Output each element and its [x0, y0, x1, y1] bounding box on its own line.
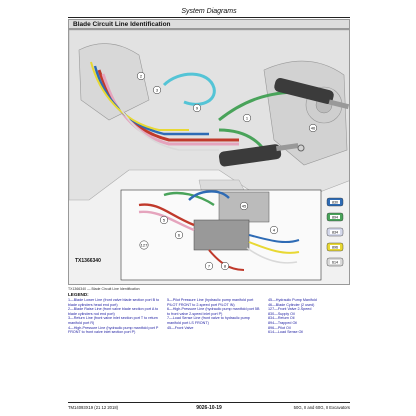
blade-circuit-illustration: 2 3 9 127 5 6 1 4 45 8 7 46 830 894 834 … — [69, 30, 349, 284]
callout-46: 46 — [308, 123, 318, 133]
svg-text:834: 834 — [332, 230, 338, 234]
legend-item: 1—Blade Lower Line (front valve blade se… — [68, 298, 160, 307]
callout-4: 4 — [269, 225, 279, 235]
legend-item: 46—Blade Cylinder (2 used) — [268, 302, 315, 307]
svg-text:2: 2 — [140, 74, 143, 79]
svg-text:8: 8 — [224, 264, 227, 269]
legend-item: 45—Front Valve — [167, 325, 194, 330]
svg-text:9: 9 — [196, 106, 199, 111]
svg-text:3: 3 — [156, 88, 159, 93]
swatch-614: 614 — [326, 257, 344, 267]
swatch-834: 834 — [326, 227, 344, 237]
legend-item: 4—High-Pressure Line (hydraulic pump man… — [68, 325, 159, 335]
figure-title: Blade Circuit Line Identification — [68, 19, 350, 29]
color-key: 830 894 834 896 614 — [326, 197, 344, 267]
blade-cylinder-lower — [218, 143, 305, 167]
legend-item: 127—Front Valve 2-Speed — [268, 307, 312, 312]
page-header: System Diagrams — [68, 6, 350, 18]
legend-caption: TX1366340 — Blade Circuit Line Identific… — [68, 287, 140, 291]
svg-text:894: 894 — [332, 215, 338, 219]
callout-1: 1 — [242, 113, 252, 123]
callout-7: 7 — [204, 261, 214, 271]
callout-5: 5 — [159, 215, 169, 225]
legend-item: 5—Pilot Pressure Line (hydraulic pump ma… — [167, 298, 254, 307]
legend-item: 2—Blade Raise Line (front valve blade se… — [68, 307, 159, 316]
legend-column-1: 1—Blade Lower Line (front valve blade se… — [68, 298, 164, 335]
svg-text:6: 6 — [178, 233, 181, 238]
svg-text:45: 45 — [242, 204, 247, 209]
legend: 1—Blade Lower Line (front valve blade se… — [68, 298, 350, 380]
callout-3: 3 — [152, 85, 162, 95]
legend-column-3: 45—Hydraulic Pump Manifold 46—Blade Cyli… — [268, 298, 350, 335]
swatch-894: 894 — [326, 212, 344, 222]
legend-item: 894—Trapped Oil — [268, 320, 297, 325]
callout-2: 2 — [136, 71, 146, 81]
footer-doc-id: TM14093X19 (21 12 2018) — [68, 405, 119, 410]
svg-text:127: 127 — [141, 243, 148, 248]
callout-8: 8 — [220, 261, 230, 271]
footer-page-number: 9026-10-19 — [196, 405, 222, 411]
svg-text:7: 7 — [208, 264, 211, 269]
legend-item: 830—Supply Oil — [268, 311, 295, 316]
swatch-830: 830 — [326, 197, 344, 207]
blade-circuit-figure: 2 3 9 127 5 6 1 4 45 8 7 46 830 894 834 … — [68, 29, 350, 285]
callout-127: 127 — [139, 240, 149, 250]
callout-45: 45 — [239, 201, 249, 211]
svg-text:614: 614 — [332, 260, 338, 264]
svg-text:896: 896 — [332, 245, 338, 249]
legend-item: 896—Pilot Oil — [268, 325, 291, 330]
callout-9: 9 — [192, 103, 202, 113]
svg-text:4: 4 — [273, 228, 276, 233]
swatch-896: 896 — [326, 242, 344, 252]
legend-label: LEGEND: — [68, 292, 89, 297]
legend-item: 7—Load Sense Line (front valve to hydrau… — [167, 316, 250, 325]
legend-item: 45—Hydraulic Pump Manifold — [268, 298, 317, 302]
svg-text:1: 1 — [246, 116, 249, 121]
svg-text:830: 830 — [332, 200, 338, 204]
svg-text:5: 5 — [163, 218, 166, 223]
legend-item: 6—High-Pressure Line (hydraulic pump man… — [167, 307, 260, 316]
callout-6: 6 — [174, 230, 184, 240]
legend-item: 614—Load Sense Oil — [268, 330, 304, 335]
legend-column-2: 5—Pilot Pressure Line (hydraulic pump ma… — [167, 298, 262, 330]
blade-cylinder-upper — [274, 78, 349, 110]
legend-item: 3—Return Line (front valve inlet section… — [68, 316, 158, 325]
svg-text:46: 46 — [311, 126, 316, 131]
footer-model: 50G, II and 60G, II Excavators — [293, 405, 350, 410]
figure-code: TX1366340 — [75, 258, 101, 264]
page-footer: TM14093X19 (21 12 2018) 9026-10-19 50G, … — [68, 402, 350, 413]
legend-item: 834—Return Oil — [268, 316, 295, 321]
